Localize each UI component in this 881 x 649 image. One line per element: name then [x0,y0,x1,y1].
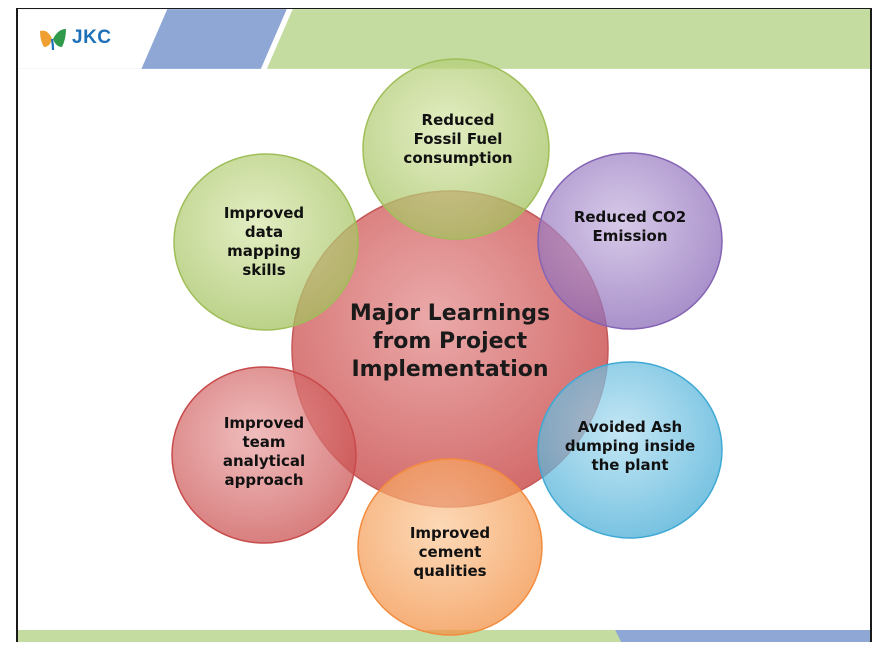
node-label-team: Improved team analytical approach [222,414,306,489]
learning-cycle-diagram [171,58,723,636]
node-label-cement: Improved cement qualities [409,523,491,580]
node-label-fossil-fuel: Reduced Fossil Fuel consumption [403,110,513,167]
node-circle-fossil-fuel [362,58,550,240]
node-circle-co2 [537,152,723,330]
logo: JKC [38,21,112,55]
node-circle-cement [357,458,543,636]
node-label-co2: Reduced CO2 Emission [573,208,687,245]
footer-banner [18,630,870,642]
node-label-data-mapping: Improved data mapping skills [223,204,305,279]
node-label-ash: Avoided Ash dumping inside the plant [564,417,696,474]
center-title: Major Learnings from Project Implementat… [349,301,551,382]
logo-text: JKC [72,27,112,48]
header-banner [18,9,870,69]
logo-backdrop [18,9,168,69]
node-circle-team [171,366,357,544]
jkc-logo-icon [40,29,66,51]
node-circle-data-mapping [173,153,359,331]
node-circle-ash [537,361,723,539]
slide: JKC [16,8,872,642]
banner-green-stripe [266,9,870,69]
